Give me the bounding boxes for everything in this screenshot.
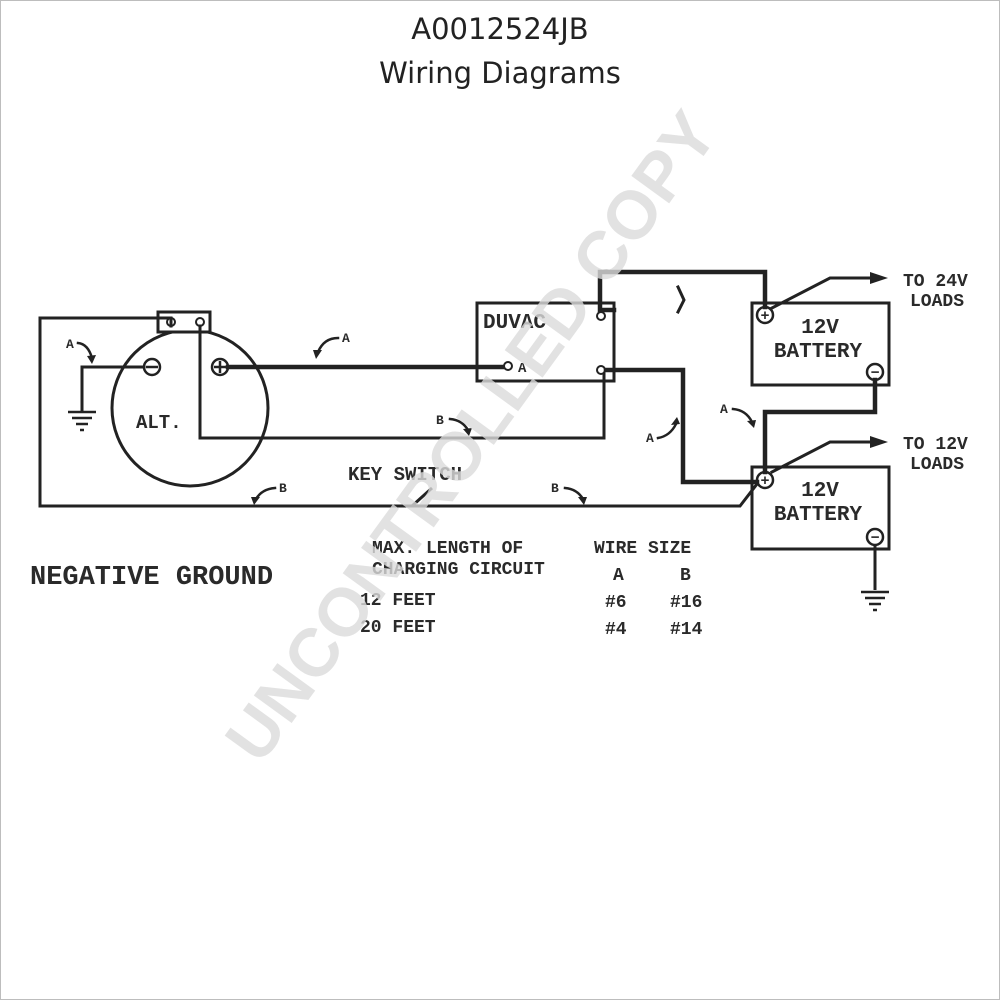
svg-text:B: B xyxy=(436,413,444,428)
alternator-label: ALT. xyxy=(136,412,182,434)
table-row: 12 FEET #6 #16 xyxy=(360,591,702,613)
table-header-length-line2: CHARGING CIRCUIT xyxy=(372,560,545,580)
svg-text:#16: #16 xyxy=(670,593,702,613)
battery-top: + − 12V BATTERY xyxy=(750,301,891,387)
key-switch: KEY SWITCH xyxy=(348,464,462,508)
battery-ground xyxy=(861,545,889,612)
battery-top-voltage: 12V xyxy=(801,317,839,340)
wire-tag-a-duvac-battery: A xyxy=(646,417,680,446)
part-number-title: A0012524JB xyxy=(411,12,589,46)
wire-tags: A A B B B A A xyxy=(66,331,756,505)
svg-text:#14: #14 xyxy=(670,620,703,640)
svg-text:B: B xyxy=(551,481,559,496)
duvac-label: DUVAC xyxy=(483,312,546,335)
wire-size-table: MAX. LENGTH OF CHARGING CIRCUIT WIRE SIZ… xyxy=(360,539,703,640)
table-header-col-a: A xyxy=(613,566,624,586)
table-header-wire-size: WIRE SIZE xyxy=(594,539,691,559)
key-switch-label: KEY SWITCH xyxy=(348,464,462,486)
wires-b xyxy=(38,316,760,508)
svg-text:A: A xyxy=(646,431,654,446)
table-row: 20 FEET #4 #14 xyxy=(360,618,703,640)
wire-tag-b-sense: B xyxy=(436,413,472,436)
wire-tag-a-series: A xyxy=(720,402,756,428)
svg-text:A: A xyxy=(66,337,74,352)
wires-a xyxy=(225,269,878,485)
svg-text:#4: #4 xyxy=(605,620,627,640)
svg-text:A: A xyxy=(342,331,350,346)
load-24v-line1: TO 24V xyxy=(903,272,968,292)
alternator-ground xyxy=(68,365,146,432)
wire-tag-a-main: A xyxy=(313,331,350,359)
svg-text:#6: #6 xyxy=(605,593,627,613)
battery-bottom-minus-symbol: − xyxy=(870,530,879,547)
svg-text:12 FEET: 12 FEET xyxy=(360,591,436,611)
diagram-subtitle: Wiring Diagrams xyxy=(379,56,621,90)
svg-text:A: A xyxy=(720,402,728,417)
battery-bottom-label: BATTERY xyxy=(774,504,863,527)
negative-ground-label: NEGATIVE GROUND xyxy=(30,563,273,593)
battery-top-minus-symbol: − xyxy=(870,365,879,382)
load-leads: TO 24V LOADS TO 12V LOADS xyxy=(769,272,968,475)
wire-tag-b-lower-right: B xyxy=(551,481,587,505)
alternator: ALT. xyxy=(110,310,270,488)
wire-tag-a-ground: A xyxy=(66,337,96,364)
duvac-pin-a-label: A xyxy=(518,361,527,377)
table-header-col-b: B xyxy=(680,566,691,586)
battery-bottom: + − 12V BATTERY xyxy=(750,465,891,551)
svg-text:20 FEET: 20 FEET xyxy=(360,618,436,638)
load-24v-line2: LOADS xyxy=(910,292,964,312)
load-12v-line2: LOADS xyxy=(910,455,964,475)
battery-top-plus-symbol: + xyxy=(760,308,769,325)
battery-top-label: BATTERY xyxy=(774,341,863,364)
battery-bottom-voltage: 12V xyxy=(801,480,839,503)
svg-text:B: B xyxy=(279,481,287,496)
wire-tag-b-lower-left: B xyxy=(251,481,287,505)
table-header-length-line1: MAX. LENGTH OF xyxy=(372,539,523,559)
load-12v-line1: TO 12V xyxy=(903,435,968,455)
battery-bottom-plus-symbol: + xyxy=(760,473,769,490)
